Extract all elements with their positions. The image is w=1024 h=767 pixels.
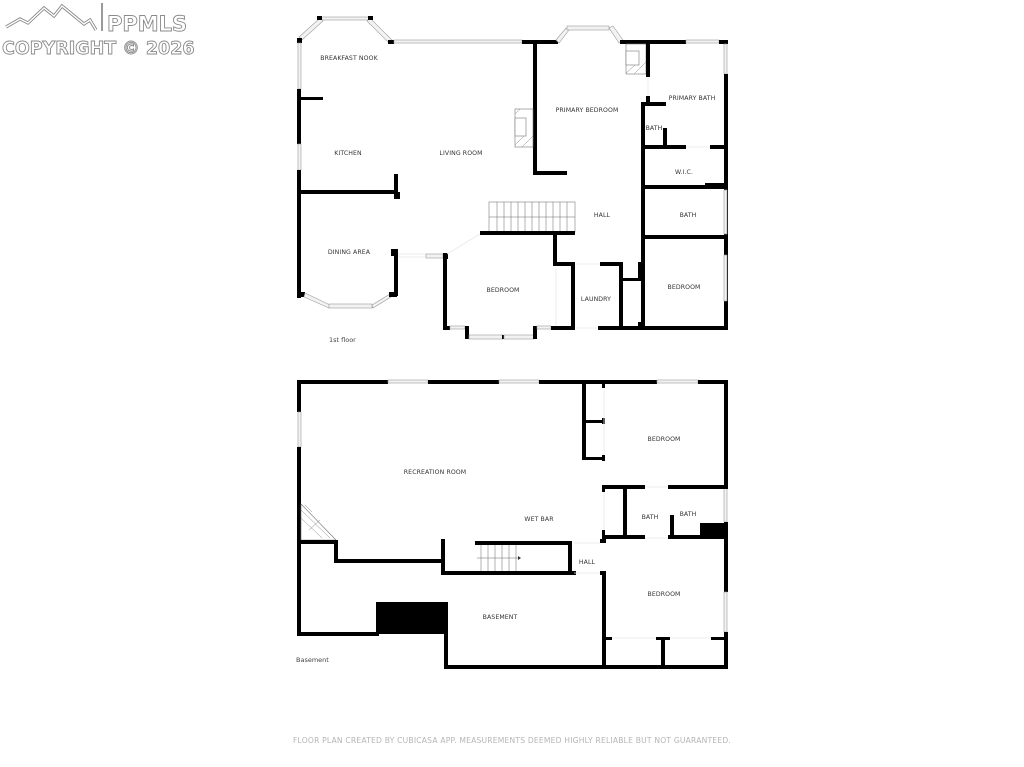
- fireplace-icon: [300, 503, 337, 541]
- room-label-laundry: LAUNDRY: [581, 296, 611, 303]
- room-label-bedroom: BEDROOM: [648, 436, 681, 443]
- staircase-icon: [477, 545, 521, 571]
- room-label-bath: BATH: [646, 125, 663, 132]
- ppmls-watermark: PPMLS COPYRIGHT © 2026: [2, 3, 195, 59]
- room-label-kitchen: KITCHEN: [334, 150, 362, 157]
- staircase-icon: [489, 202, 575, 232]
- logo-divider: [101, 3, 103, 31]
- basement-plan: RECREATION ROOM BEDROOM WET BAR BATH BAT…: [296, 379, 728, 669]
- mountain-logo-icon: [5, 3, 98, 31]
- watermark-brand: PPMLS: [107, 12, 187, 36]
- mechanical-block: [376, 602, 447, 634]
- room-label-wic: W.I.C.: [675, 169, 693, 176]
- first-floor-plan: BREAKFAST NOOK KITCHEN LIVING ROOM DININ…: [297, 16, 728, 344]
- room-label-basement: BASEMENT: [483, 614, 518, 621]
- room-label-dining-area: DINING AREA: [328, 249, 371, 256]
- room-label-living-room: LIVING ROOM: [439, 150, 482, 157]
- room-label-primary-bedroom: PRIMARY BEDROOM: [556, 107, 619, 114]
- floor-label-basement: Basement: [296, 656, 329, 664]
- disclaimer-footer: FLOOR PLAN CREATED BY CUBICASA APP. MEAS…: [292, 736, 731, 745]
- fireplace-icon: [514, 108, 534, 148]
- room-label-bedroom: BEDROOM: [487, 287, 520, 294]
- room-label-primary-bath: PRIMARY BATH: [669, 95, 716, 102]
- room-label-recreation-room: RECREATION ROOM: [404, 469, 466, 476]
- watermark-copyright: COPYRIGHT © 2026: [2, 39, 195, 59]
- room-label-bath: BATH: [680, 511, 697, 518]
- fireplace-icon: [625, 43, 647, 75]
- room-label-wet-bar: WET BAR: [524, 516, 554, 523]
- room-label-hall: HALL: [594, 212, 611, 219]
- room-label-bath: BATH: [680, 212, 697, 219]
- room-label-breakfast-nook: BREAKFAST NOOK: [320, 55, 378, 62]
- room-label-bedroom: BEDROOM: [668, 284, 701, 291]
- room-label-bath: BATH: [642, 514, 659, 521]
- room-label-hall: HALL: [579, 559, 596, 566]
- room-label-bedroom: BEDROOM: [648, 591, 681, 598]
- floor-label-first: 1st floor: [329, 336, 356, 344]
